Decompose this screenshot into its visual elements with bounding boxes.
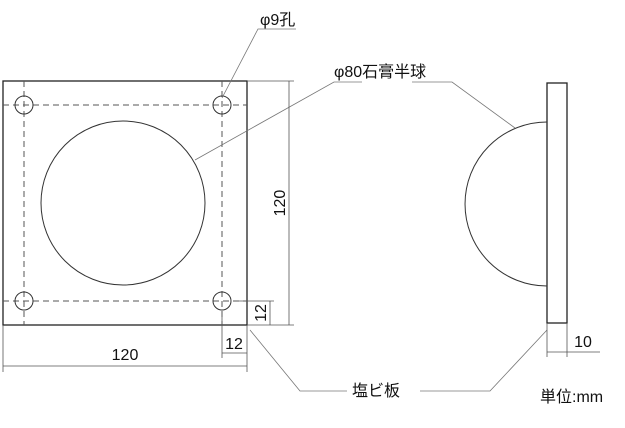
board-leader-right <box>420 329 548 392</box>
board-label: 塩ビ板 <box>352 382 400 400</box>
height-dimension: 120 <box>272 190 289 217</box>
hole-center-lines <box>3 81 247 325</box>
hemisphere-side-leader <box>412 81 516 129</box>
hole-leader <box>221 28 296 99</box>
width-dimension-lines <box>2 325 248 372</box>
unit-label: 単位:mm <box>540 388 603 406</box>
bolt-hole-bottom-right <box>212 291 232 311</box>
hemisphere-label: φ80石膏半球 <box>334 62 426 81</box>
height-dimension-lines <box>247 80 294 326</box>
hole-label: φ9孔 <box>260 11 295 29</box>
width-dimension: 120 <box>112 347 139 364</box>
offset-side-dimension: 12 <box>225 336 243 353</box>
bolt-hole-bottom-left <box>14 291 34 311</box>
offset-side-dimension-lines <box>221 312 247 358</box>
pvc-board-side <box>546 82 568 324</box>
hemisphere-front <box>40 120 206 286</box>
board-leader-left <box>249 329 347 392</box>
offset-bottom-dimension: 12 <box>253 304 270 322</box>
thickness-dimension-lines <box>546 323 600 357</box>
hemisphere-leader <box>194 81 362 161</box>
bolt-hole-top-right <box>212 95 232 115</box>
hemisphere-side <box>464 121 548 287</box>
thickness-dimension: 10 <box>574 334 592 351</box>
bolt-hole-top-left <box>14 95 34 115</box>
offset-bottom-dimension-lines <box>233 300 274 325</box>
pvc-board-front <box>2 80 248 326</box>
